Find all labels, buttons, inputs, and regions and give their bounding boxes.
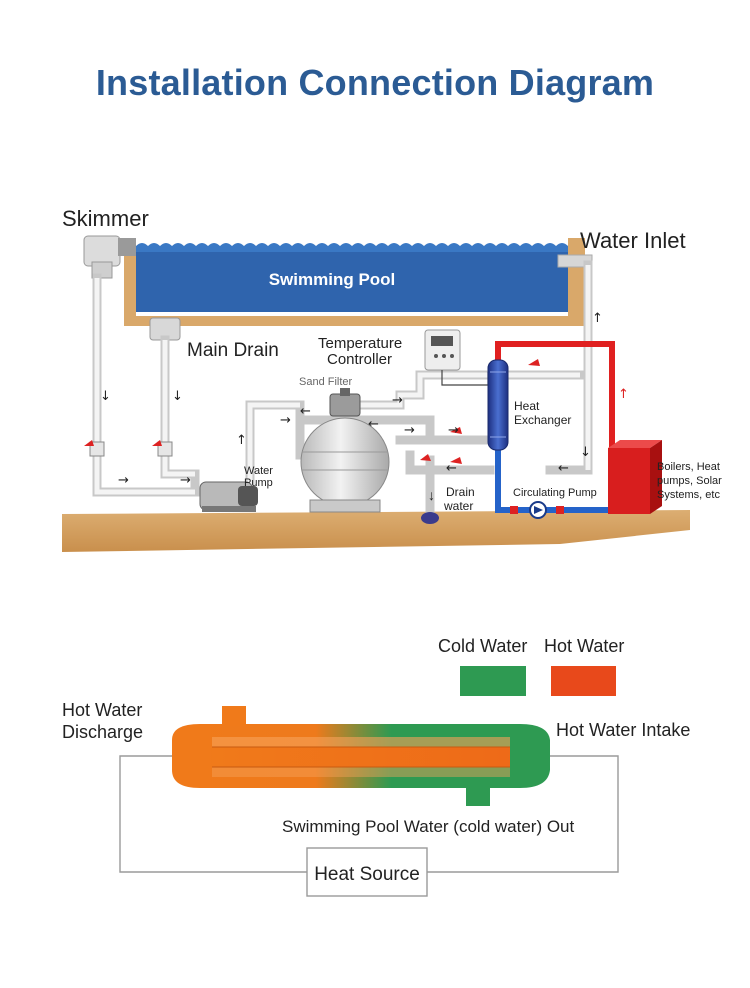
swimming-pool <box>124 238 585 326</box>
cold-pipe <box>495 448 612 513</box>
main-drain-label: Main Drain <box>187 340 279 361</box>
legend-hot-swatch <box>551 666 616 696</box>
legend-cold-label: Cold Water <box>438 636 527 656</box>
svg-text:↑: ↑ <box>236 433 247 448</box>
temperature-controller-label-2: Controller <box>327 351 392 368</box>
ground <box>62 510 690 552</box>
heat-source-label: Heat Source <box>314 864 420 885</box>
temperature-controller-label-1: Temperature <box>318 335 402 352</box>
svg-text:→: → <box>118 473 129 488</box>
skimmer-label: Skimmer <box>62 206 149 231</box>
heat-exchanger-label-1: Heat <box>514 399 540 413</box>
water-pump-label-2: Pump <box>244 477 273 489</box>
sand-filter-label: Sand Filter <box>299 376 353 388</box>
boilers-label-3: Systems, etc <box>657 489 720 501</box>
svg-text:↓: ↓ <box>100 389 111 404</box>
valves <box>84 427 462 464</box>
heat-source-box <box>306 847 428 897</box>
svg-text:→: → <box>392 393 403 408</box>
svg-text:→: → <box>180 473 191 488</box>
drain-arrow-icon: ↓ <box>428 487 435 503</box>
pool-label: Swimming Pool <box>269 270 396 289</box>
circulating-pump-label: Circulating Pump <box>513 487 597 499</box>
pipework <box>92 260 593 517</box>
drain-water-label-1: Drain <box>446 485 475 499</box>
hot-water-discharge-label-2: Discharge <box>62 722 143 742</box>
page-title: Installation Connection Diagram <box>95 62 655 103</box>
water-pump-label-1: Water <box>244 465 273 477</box>
drain-outlet <box>421 512 439 524</box>
svg-text:↑: ↑ <box>618 387 629 402</box>
heat-exchanger-label-2: Exchanger <box>514 413 571 427</box>
boilers-label-1: Boilers, Heat <box>657 461 720 473</box>
hot-water-intake-label: Hot Water Intake <box>556 720 690 740</box>
svg-text:↓: ↓ <box>172 389 183 404</box>
svg-text:←: ← <box>368 417 379 432</box>
heat-exchanger-tube <box>172 706 550 806</box>
svg-text:←: ← <box>558 461 569 476</box>
drain-water-label-2: water <box>443 499 473 513</box>
svg-text:→: → <box>448 423 459 438</box>
hot-water-discharge-label-1: Hot Water <box>62 700 142 720</box>
heat-source-loop <box>119 755 619 873</box>
svg-text:←: ← <box>300 404 311 419</box>
heat-exchanger <box>487 359 509 451</box>
water-pump <box>199 481 258 512</box>
svg-text:→: → <box>280 413 291 428</box>
water-inlet-label: Water Inlet <box>580 228 686 253</box>
boiler <box>608 440 662 514</box>
flow-arrows: ↓ ↓ → → ↑ → ← → ← → → ← ↓ ↑ ↑ ← <box>100 311 629 488</box>
circulating-pump <box>510 501 564 519</box>
temperature-controller <box>424 329 489 386</box>
svg-text:←: ← <box>446 461 457 476</box>
legend-hot-label: Hot Water <box>544 636 624 656</box>
legend-cold-swatch <box>460 666 526 696</box>
hot-valve <box>528 359 540 366</box>
sand-filter <box>300 388 390 513</box>
hot-pipe <box>495 341 615 456</box>
svg-text:↓: ↓ <box>580 445 591 460</box>
svg-text:→: → <box>404 423 415 438</box>
pool-water-out-label: Swimming Pool Water (cold water) Out <box>282 817 575 836</box>
boilers-label-2: pumps, Solar <box>657 475 722 487</box>
svg-text:↑: ↑ <box>592 311 603 326</box>
